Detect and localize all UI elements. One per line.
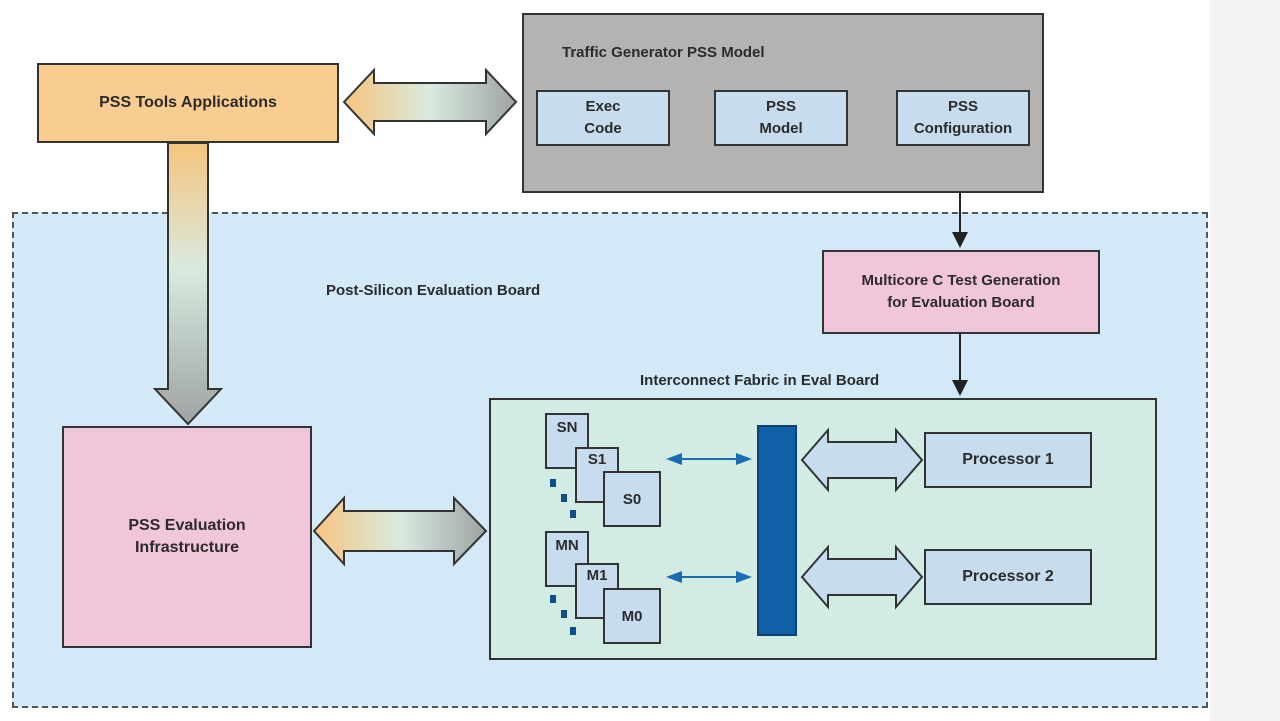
master-m1-label: M1 [586,567,608,584]
master-m0-label: M0 [621,607,643,625]
master-mn-box: MN [545,531,589,587]
multicore-c-test-generation-box: Multicore C Test Generation for Evaluatio… [822,250,1100,334]
ellipsis-dot [550,479,556,487]
processor-2-box: Processor 2 [924,549,1092,605]
master-m0-box: M0 [603,588,661,644]
bus-processor2-double-arrow [800,544,924,610]
traffic-generator-title: Traffic Generator PSS Model [562,44,765,61]
exec-code-line2: Code [584,120,622,137]
slave-s0-label: S0 [622,490,642,508]
slave-sn-label: SN [556,419,578,436]
multicore-test-line2: for Evaluation Board [887,294,1035,311]
tools-traffic-double-arrow [342,67,518,137]
slave-s1-label: S1 [587,451,607,468]
ellipsis-dot [561,494,567,502]
pss-evaluation-line1: PSS Evaluation [128,517,246,534]
pss-configuration-line2: Configuration [913,120,1013,137]
bus-processor1-double-arrow [800,427,924,493]
processor-1-label: Processor 1 [962,451,1054,468]
interconnect-bus-bar [757,425,797,636]
tools-to-evaluation-down-arrow [152,142,224,426]
page-margin-strip [1210,0,1280,721]
pss-configuration-line1: PSS [947,98,978,115]
evaluation-fabric-double-arrow [312,495,488,567]
pss-model-line1: PSS [765,98,796,115]
master-mn-label: MN [555,537,579,554]
ellipsis-dot [570,627,576,635]
multicore-test-line1: Multicore C Test Generation [861,272,1061,289]
processor-1-box: Processor 1 [924,432,1092,488]
pss-model-line2: Model [759,120,803,137]
slave-s0-box: S0 [603,471,661,527]
pss-configuration-box: PSS Configuration [896,90,1030,146]
post-silicon-board-label: Post-Silicon Evaluation Board [326,282,541,299]
exec-code-line1: Exec [585,98,621,115]
ellipsis-dot [570,510,576,518]
pss-model-box: PSS Model [714,90,848,146]
ellipsis-dot [561,610,567,618]
pss-tools-applications-label: PSS Tools Applications [99,94,277,111]
ellipsis-dot [550,595,556,603]
pss-evaluation-line2: Infrastructure [134,539,240,556]
processor-2-label: Processor 2 [962,568,1054,585]
interconnect-fabric-label: Interconnect Fabric in Eval Board [640,372,880,389]
